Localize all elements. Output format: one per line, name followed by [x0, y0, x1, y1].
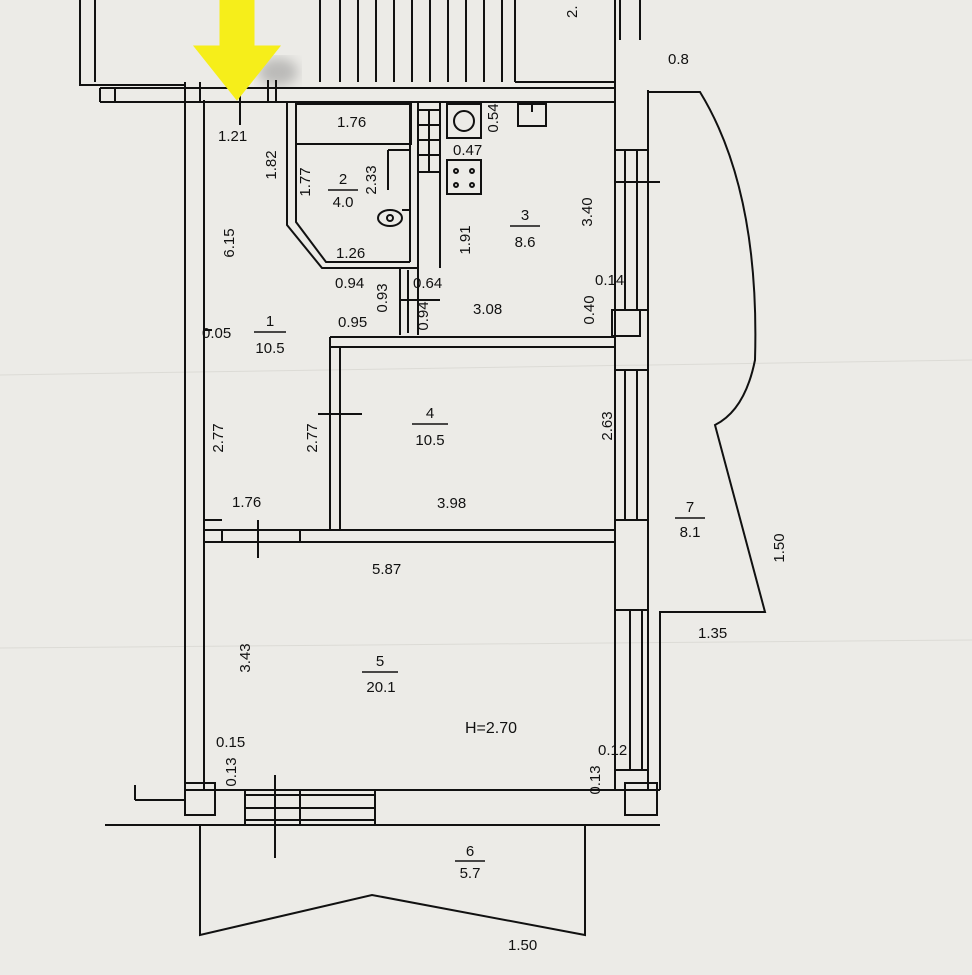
dim-0-64: 0.64: [413, 275, 442, 292]
room-3-label: 3 8.6: [510, 207, 540, 251]
dim-1-35: 1.35: [698, 625, 727, 642]
dim-top-cut: 2.: [564, 5, 581, 18]
dim-0-47: 0.47: [453, 142, 482, 159]
dim-1-82: 1.82: [263, 150, 280, 179]
room-6-label: 6 5.7: [455, 843, 485, 882]
dim-1-76-top: 1.76: [337, 114, 366, 131]
dim-0-05: 0.05: [202, 325, 231, 342]
room-7-number: 7: [686, 499, 694, 516]
dim-0-12: 0.12: [598, 742, 627, 759]
room-6-area: 5.7: [460, 865, 481, 882]
stain-mark: [258, 58, 298, 86]
room-1-area: 10.5: [255, 340, 284, 357]
dim-2-33: 2.33: [363, 165, 380, 194]
dim-0-8: 0.8: [668, 51, 689, 68]
dim-0-14: 0.14: [595, 272, 624, 289]
room-2-label: 2 4.0: [328, 171, 358, 211]
dim-0-93: 0.93: [374, 283, 391, 312]
room-7-label: 7 8.1: [675, 499, 705, 541]
room-2-number: 2: [339, 171, 347, 188]
room-3-area: 8.6: [515, 234, 536, 251]
dim-1-50-bottom: 1.50: [508, 937, 537, 954]
yellow-arrow-down-icon: [192, 0, 282, 101]
dim-0-94-b: 0.94: [415, 301, 432, 330]
dim-0-54: 0.54: [485, 103, 502, 132]
walls: [79, 0, 767, 937]
dim-0-94-a: 0.94: [335, 275, 364, 292]
dim-0-40: 0.40: [581, 295, 598, 324]
dim-2-77-b: 2.77: [304, 423, 321, 452]
dim-0-15: 0.15: [216, 734, 245, 751]
dim-2-63: 2.63: [599, 411, 616, 440]
ceiling-height-label: H=2.70: [465, 720, 517, 737]
room-1-number: 1: [266, 313, 274, 330]
dim-3-08: 3.08: [473, 301, 502, 318]
dim-3-98: 3.98: [437, 495, 466, 512]
dim-1-21: 1.21: [218, 128, 247, 145]
dim-6-15: 6.15: [221, 228, 238, 257]
dim-1-50-balcony7: 1.50: [771, 533, 788, 562]
dim-1-76-mid: 1.76: [232, 494, 261, 511]
room-6-number: 6: [466, 843, 474, 860]
room-5-area: 20.1: [366, 679, 395, 696]
dim-2-77-a: 2.77: [210, 423, 227, 452]
paper-fold-lines: [0, 359, 972, 649]
dim-3-40: 3.40: [579, 197, 596, 226]
room-4-label: 4 10.5: [412, 405, 448, 449]
room-4-number: 4: [426, 405, 434, 422]
dim-0-95: 0.95: [338, 314, 367, 331]
dim-1-77: 1.77: [297, 167, 314, 196]
room-2-area: 4.0: [333, 194, 354, 211]
dim-1-26: 1.26: [336, 245, 365, 262]
room-labels: 1 10.5 2 4.0 3 8.6 4 10.5 5 20.1 6 5.7: [254, 171, 705, 882]
room-1-label: 1 10.5: [254, 313, 286, 357]
dim-5-87: 5.87: [372, 561, 401, 578]
room-4-area: 10.5: [415, 432, 444, 449]
dim-0-13-b: 0.13: [587, 765, 604, 794]
dimension-labels: 2. 0.8 1.21 1.76 0.54 0.47 1.82 1.77 2.3…: [202, 5, 788, 954]
dim-0-13-a: 0.13: [223, 757, 240, 786]
room-5-label: 5 20.1: [362, 653, 398, 696]
dim-3-43: 3.43: [237, 643, 254, 672]
room-5-number: 5: [376, 653, 384, 670]
room-7-area: 8.1: [680, 524, 701, 541]
room-3-number: 3: [521, 207, 529, 224]
dim-1-91: 1.91: [457, 225, 474, 254]
